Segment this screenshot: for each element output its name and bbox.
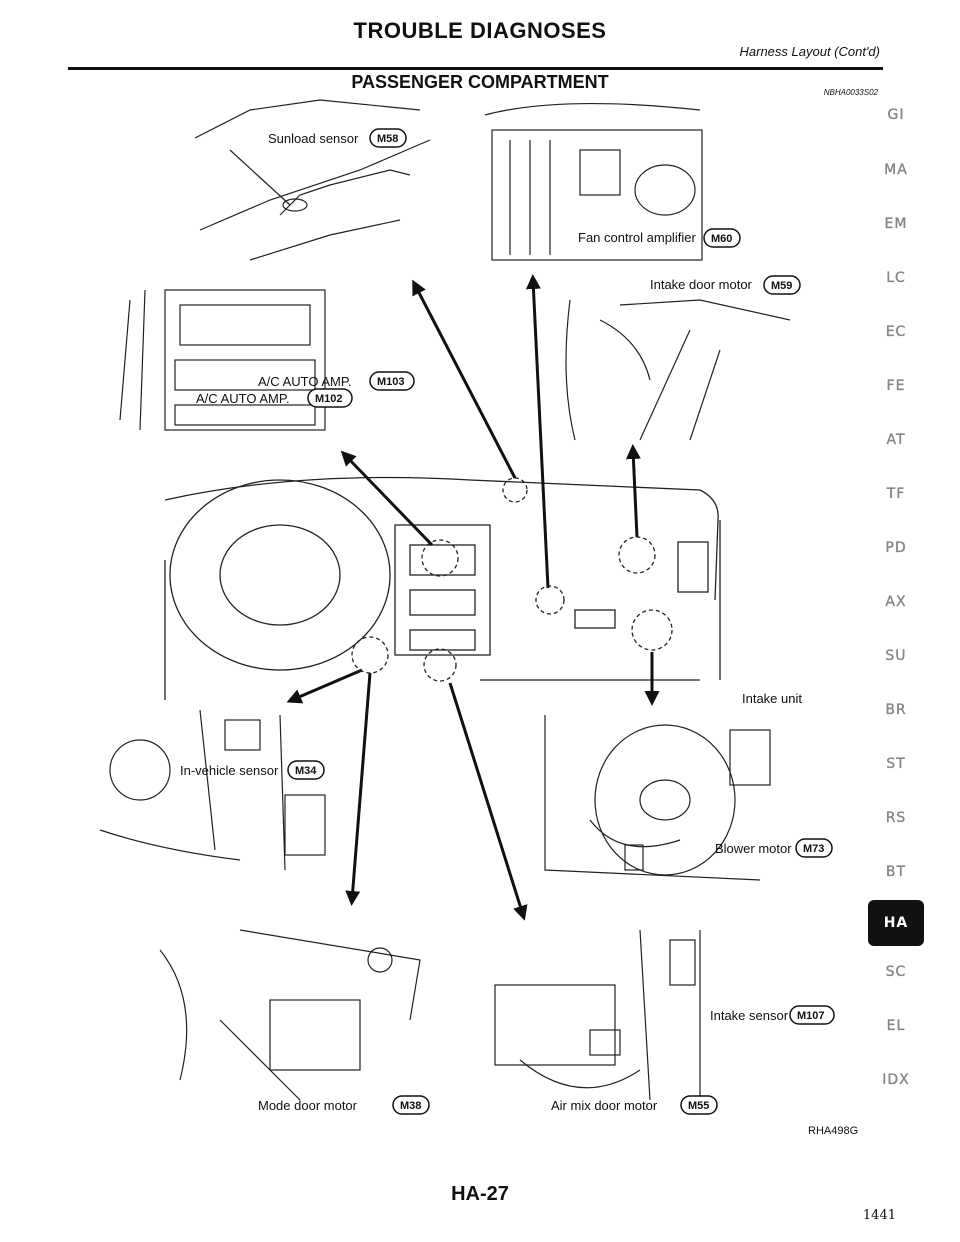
section-tab-su[interactable]: SU — [885, 648, 907, 664]
section-tab-br[interactable]: BR — [885, 702, 907, 718]
header-rule — [68, 67, 883, 70]
air-mix-door-motor-label: Air mix door motor — [551, 1098, 658, 1113]
sunload-sensor-sketch — [194, 99, 431, 261]
svg-text:M55: M55 — [688, 1100, 709, 1112]
blower-motor-label: Blower motor — [715, 841, 792, 856]
connector-badge-m103: M103 — [369, 371, 415, 391]
svg-text:M59: M59 — [771, 280, 792, 292]
svg-text:M103: M103 — [377, 376, 405, 388]
sunload-sensor-label: Sunload sensor — [268, 131, 359, 146]
svg-text:M60: M60 — [711, 233, 732, 245]
intake-unit-sketch — [544, 715, 771, 881]
section-tab-idx[interactable]: IDX — [882, 1072, 910, 1088]
section-tab-pd[interactable]: PD — [885, 540, 907, 556]
fan-control-amp-label: Fan control amplifier — [578, 230, 696, 245]
connector-badge-m107: M107 — [789, 1005, 835, 1025]
section-title: PASSENGER COMPARTMENT — [351, 72, 609, 92]
intake-sensor-label: Intake sensor — [710, 1008, 789, 1023]
svg-text:M102: M102 — [315, 393, 343, 405]
fan-control-amp-sketch — [484, 103, 703, 261]
section-ref-code: NBHA0033S02 — [823, 88, 878, 97]
svg-text:M38: M38 — [400, 1100, 421, 1112]
section-tab-fe[interactable]: FE — [886, 378, 906, 394]
page-title: TROUBLE DIAGNOSES — [353, 18, 607, 43]
ac-auto-amp-sketch — [119, 289, 326, 431]
intake-door-motor-label: Intake door motor — [650, 277, 753, 292]
section-tab-rs[interactable]: RS — [885, 810, 907, 826]
section-tab-bt[interactable]: BT — [885, 864, 907, 880]
ac-auto-amp-1-label: A/C AUTO AMP. — [258, 374, 351, 389]
intake-door-motor-sketch — [565, 299, 791, 441]
section-tab-ha-active[interactable]: HA — [868, 900, 924, 946]
connector-badge-m60: M60 — [703, 228, 741, 248]
section-tab-sc[interactable]: SC — [885, 964, 907, 980]
locator-arrows — [286, 274, 660, 921]
connector-badge-m55: M55 — [680, 1095, 718, 1115]
connector-badge-m73: M73 — [795, 838, 833, 858]
page-subtitle: Harness Layout (Cont'd) — [739, 44, 881, 59]
section-tab-em[interactable]: EM — [884, 216, 908, 232]
connector-badge-m59: M59 — [763, 275, 801, 295]
section-tab-lc[interactable]: LC — [886, 270, 906, 286]
mode-door-motor-sketch — [159, 929, 421, 1101]
figure-code: RHA498G — [808, 1125, 859, 1137]
in-vehicle-sensor-label: In-vehicle sensor — [180, 763, 279, 778]
svg-text:M107: M107 — [797, 1010, 825, 1022]
section-tab-tf[interactable]: TF — [886, 486, 906, 502]
connector-badge-m102: M102 — [307, 388, 353, 408]
mode-door-motor-label: Mode door motor — [258, 1098, 358, 1113]
page-label: HA-27 — [451, 1183, 509, 1205]
svg-text:M73: M73 — [803, 843, 824, 855]
harness-layout-diagram: Sunload sensor M58 Fan control amplifier… — [99, 99, 835, 1115]
page-number: 1441 — [862, 1208, 896, 1223]
section-tab-gi[interactable]: GI — [887, 107, 905, 123]
dashboard-sketch — [164, 476, 721, 700]
section-tab-ax[interactable]: AX — [885, 594, 907, 610]
connector-badge-m58: M58 — [369, 128, 407, 148]
svg-text:M58: M58 — [377, 133, 398, 145]
connector-badge-m38: M38 — [392, 1095, 430, 1115]
section-tab-ec[interactable]: EC — [885, 324, 907, 340]
air-mix-door-motor-sketch — [494, 929, 701, 1101]
svg-text:M34: M34 — [295, 765, 317, 777]
intake-unit-label: Intake unit — [742, 691, 802, 706]
ac-auto-amp-2-label: A/C AUTO AMP. — [196, 391, 289, 406]
in-vehicle-sensor-sketch — [99, 709, 326, 871]
section-tab-at[interactable]: AT — [886, 432, 906, 448]
section-tab-el[interactable]: EL — [886, 1018, 906, 1034]
section-tab-st[interactable]: ST — [886, 756, 906, 772]
section-tab-ma[interactable]: MA — [884, 162, 908, 178]
connector-badge-m34: M34 — [287, 760, 325, 780]
